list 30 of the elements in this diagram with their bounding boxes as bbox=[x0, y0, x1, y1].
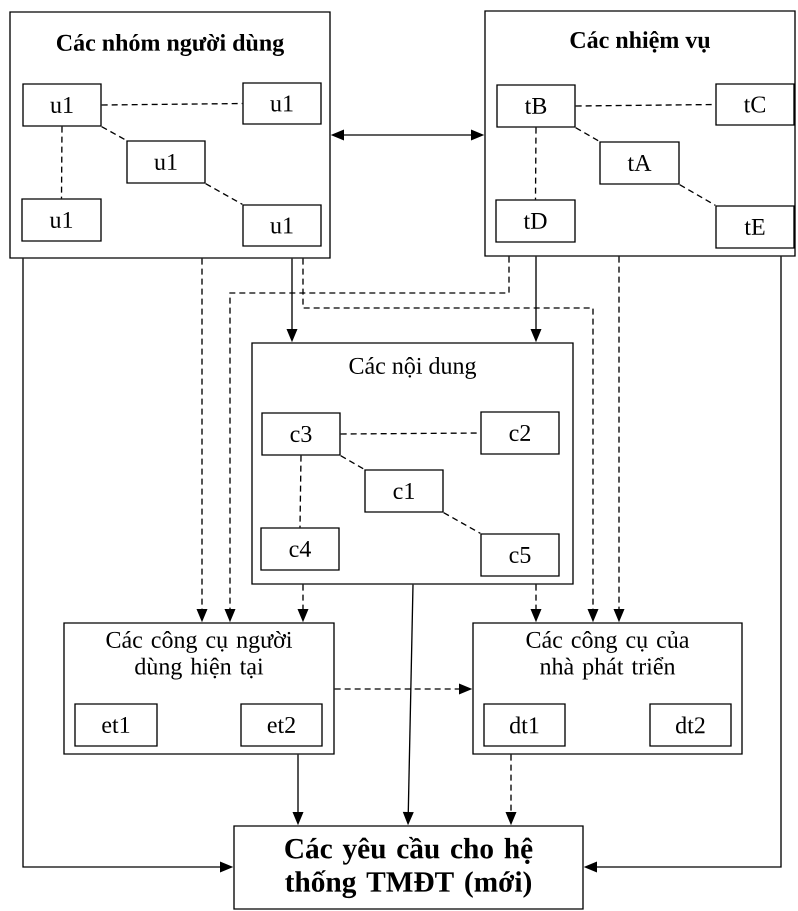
item-box: tA bbox=[599, 141, 680, 185]
item-box: c4 bbox=[260, 527, 340, 571]
item-box: et1 bbox=[74, 703, 158, 747]
item-box: dt2 bbox=[649, 703, 732, 747]
connector bbox=[205, 183, 243, 205]
connector bbox=[102, 102, 242, 106]
connector bbox=[299, 456, 302, 528]
result-box: Các yêu cầu cho hệ thống TMĐT (mới) bbox=[233, 825, 584, 910]
item-box: u1 bbox=[242, 204, 322, 247]
connector bbox=[534, 128, 537, 200]
item-box: tC bbox=[715, 83, 795, 126]
item-box: c3 bbox=[261, 412, 341, 456]
item-box: tB bbox=[496, 84, 576, 128]
item-box: tD bbox=[495, 199, 576, 243]
connector bbox=[60, 126, 63, 198]
connector bbox=[679, 184, 716, 206]
item-box: u1 bbox=[242, 82, 322, 125]
connector bbox=[101, 126, 127, 141]
item-box: tE bbox=[715, 205, 795, 249]
item-box: u1 bbox=[21, 198, 102, 242]
item-box: c2 bbox=[480, 411, 560, 455]
item-box: et2 bbox=[240, 703, 323, 747]
item-box: u1 bbox=[22, 83, 102, 127]
item-box: c1 bbox=[364, 469, 444, 513]
connector bbox=[575, 127, 600, 142]
connector bbox=[340, 455, 365, 470]
connector bbox=[443, 512, 481, 534]
item-box: dt1 bbox=[483, 703, 566, 747]
item-box: c5 bbox=[480, 533, 560, 577]
item-box: u1 bbox=[126, 140, 206, 184]
